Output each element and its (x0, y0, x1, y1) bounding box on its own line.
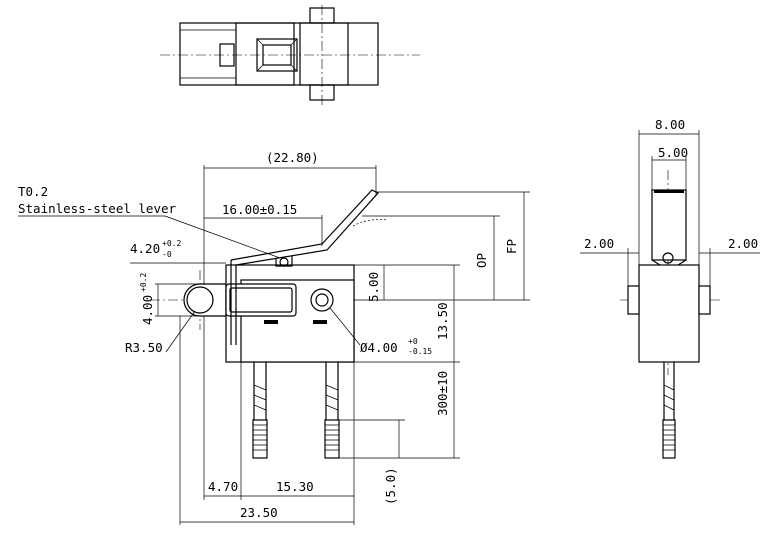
dim-op: OP (474, 253, 489, 268)
svg-text:+0: +0 (408, 337, 418, 346)
dim-fp: FP (504, 239, 519, 254)
side-view-wire-end (662, 419, 676, 459)
lever-side (230, 260, 237, 345)
dim-left-offset: 4.70 (208, 479, 238, 494)
svg-text:-0.15: -0.15 (408, 347, 432, 356)
side-view-pin-right (698, 285, 711, 315)
wire-lead-right-end (324, 419, 340, 459)
side-view-body (638, 264, 700, 363)
top-view-pin-bottom (309, 84, 335, 101)
top-view (160, 5, 420, 108)
wire-lead-left-end (252, 419, 268, 459)
mounting-hole-inner (315, 293, 329, 307)
side-view: 8.00 5.00 2.00 2.00 (580, 117, 760, 459)
label-thickness: T0.2 (18, 184, 48, 199)
top-view-lever-tab (219, 43, 235, 67)
top-view-window-inner (262, 44, 292, 66)
dim-overall-width: 23.50 (240, 505, 278, 520)
wire-lead-right (324, 362, 340, 459)
svg-text:+0.2: +0.2 (162, 239, 181, 248)
lever-hook-hole (186, 286, 214, 314)
label-material: Stainless-steel lever (18, 201, 177, 216)
lever-blade (230, 189, 379, 266)
dim-side-inner: 5.00 (658, 145, 688, 160)
top-view-actuator-block (235, 22, 295, 86)
dim-side-right: 2.00 (728, 236, 758, 251)
front-dimensions: (22.80) 16.00±0.15 T0.2 Stainless-steel … (18, 150, 530, 525)
lever-tip-dash (352, 219, 389, 227)
dim-hole-offset: 4.20 (130, 241, 160, 256)
dim-body-height: 13.50 (435, 302, 450, 340)
dim-side-outer: 8.00 (655, 117, 685, 132)
dim-hole-diameter: Ø4.00 (360, 340, 398, 355)
lever-hook (183, 283, 227, 317)
lever-rivet (279, 257, 289, 267)
slot-mark-right (313, 320, 327, 324)
mounting-hole (310, 288, 334, 312)
slot-mark-left (264, 320, 278, 324)
wire-lead-left (252, 362, 268, 459)
dim-radius: R3.50 (125, 340, 163, 355)
top-view-hinge (299, 22, 349, 86)
svg-text:+0.2: +0.2 (139, 273, 148, 292)
dim-top-gap: 5.00 (366, 272, 381, 302)
dim-hinge-distance: 16.00±0.15 (222, 202, 297, 217)
dim-wire-length: 300±10 (435, 371, 450, 416)
dim-hole-height: 4.00 (140, 295, 155, 325)
dim-side-left: 2.00 (584, 236, 614, 251)
svg-text:-0: -0 (162, 250, 172, 259)
side-view-pin-left (627, 285, 640, 315)
dim-strip-length: (5.0) (383, 467, 398, 505)
front-view (150, 189, 389, 459)
body-window (225, 283, 297, 317)
top-view-window-outer (256, 38, 298, 72)
side-view-lever (651, 189, 687, 261)
dim-pin-pitch: 15.30 (276, 479, 314, 494)
top-view-pin-top (309, 7, 335, 24)
dim-overall-lever: (22.80) (266, 150, 319, 165)
